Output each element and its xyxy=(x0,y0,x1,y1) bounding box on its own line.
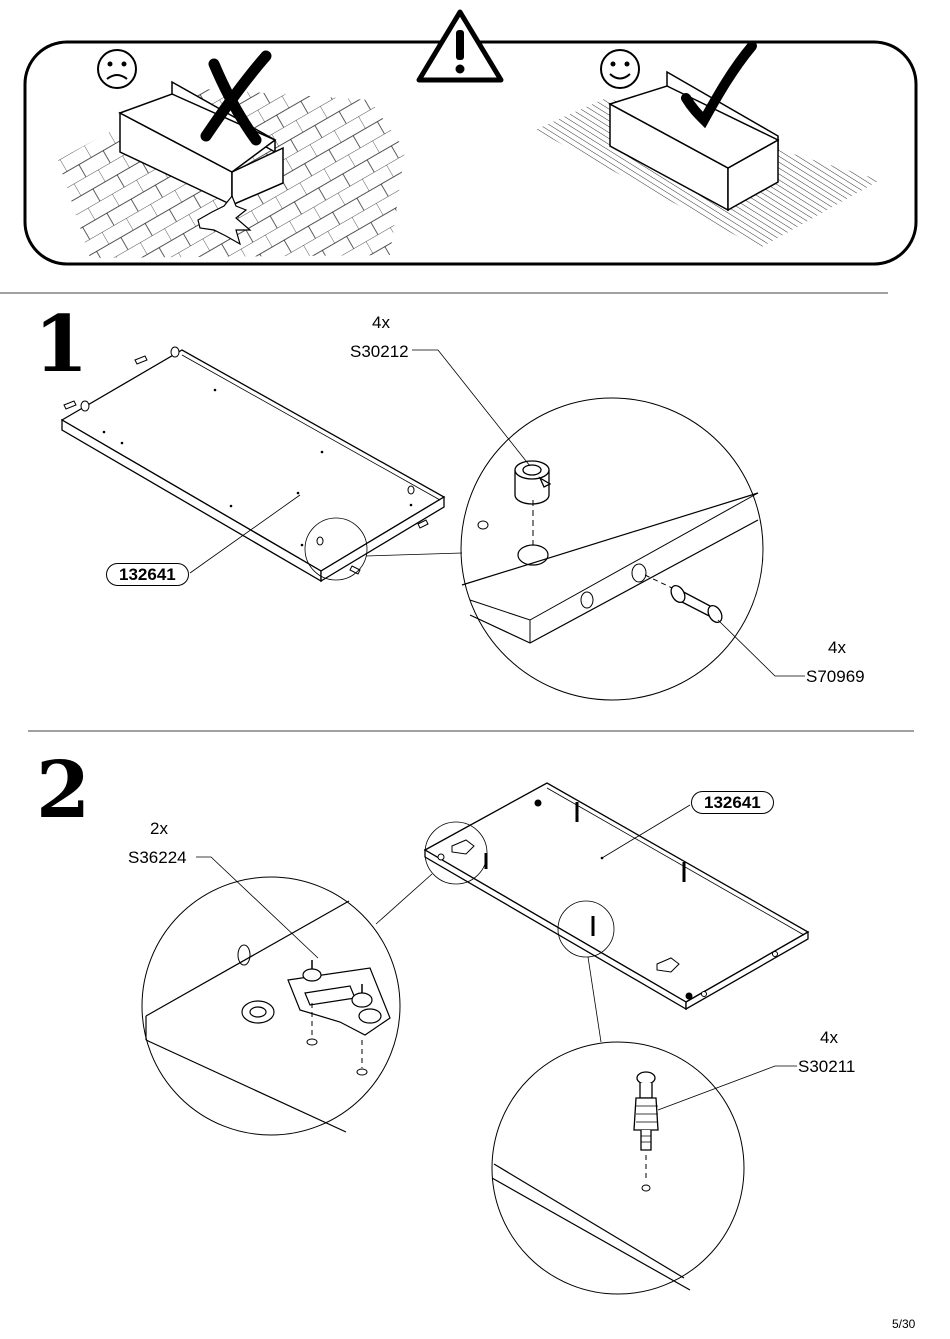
part-quantity: 4x xyxy=(828,638,846,657)
step-number: 2 xyxy=(36,745,90,836)
cross-mark-icon xyxy=(200,50,272,146)
step2-hinge-detail xyxy=(141,876,401,1136)
step2-fittings xyxy=(437,799,778,1000)
part-quantity: 4x xyxy=(372,313,390,332)
panel-code-badge: 132641 xyxy=(691,791,774,814)
step2-bolt-detail xyxy=(491,1041,745,1295)
dowel-icon xyxy=(670,584,723,624)
hinge-plate-icon xyxy=(241,960,391,1036)
part-code: S70969 xyxy=(806,667,865,686)
warning-banner xyxy=(23,9,918,266)
step-number: 1 xyxy=(34,299,88,390)
page-number: 5/30 xyxy=(892,1317,916,1331)
leader-line xyxy=(189,494,301,574)
step1-holes xyxy=(102,388,413,547)
part-code: S30211 xyxy=(798,1057,856,1076)
sad-face-icon xyxy=(97,49,137,89)
step2-panel xyxy=(423,782,810,1011)
part-quantity: 2x xyxy=(150,819,168,838)
cam-lock-icon xyxy=(514,460,552,505)
step1-panel xyxy=(60,349,446,583)
panel-code-badge: 132641 xyxy=(106,563,189,586)
step1-dowels xyxy=(63,346,429,575)
part-code: S30212 xyxy=(350,342,409,361)
part-code: S36224 xyxy=(128,848,187,867)
connector-bolt-icon xyxy=(633,1071,659,1151)
step1-detail-view xyxy=(460,397,764,701)
warning-icon xyxy=(416,9,504,83)
check-mark-icon xyxy=(681,41,757,129)
leader-line xyxy=(412,349,531,467)
part-quantity: 4x xyxy=(820,1028,838,1047)
leader-line xyxy=(717,619,805,677)
happy-face-icon xyxy=(600,49,640,89)
